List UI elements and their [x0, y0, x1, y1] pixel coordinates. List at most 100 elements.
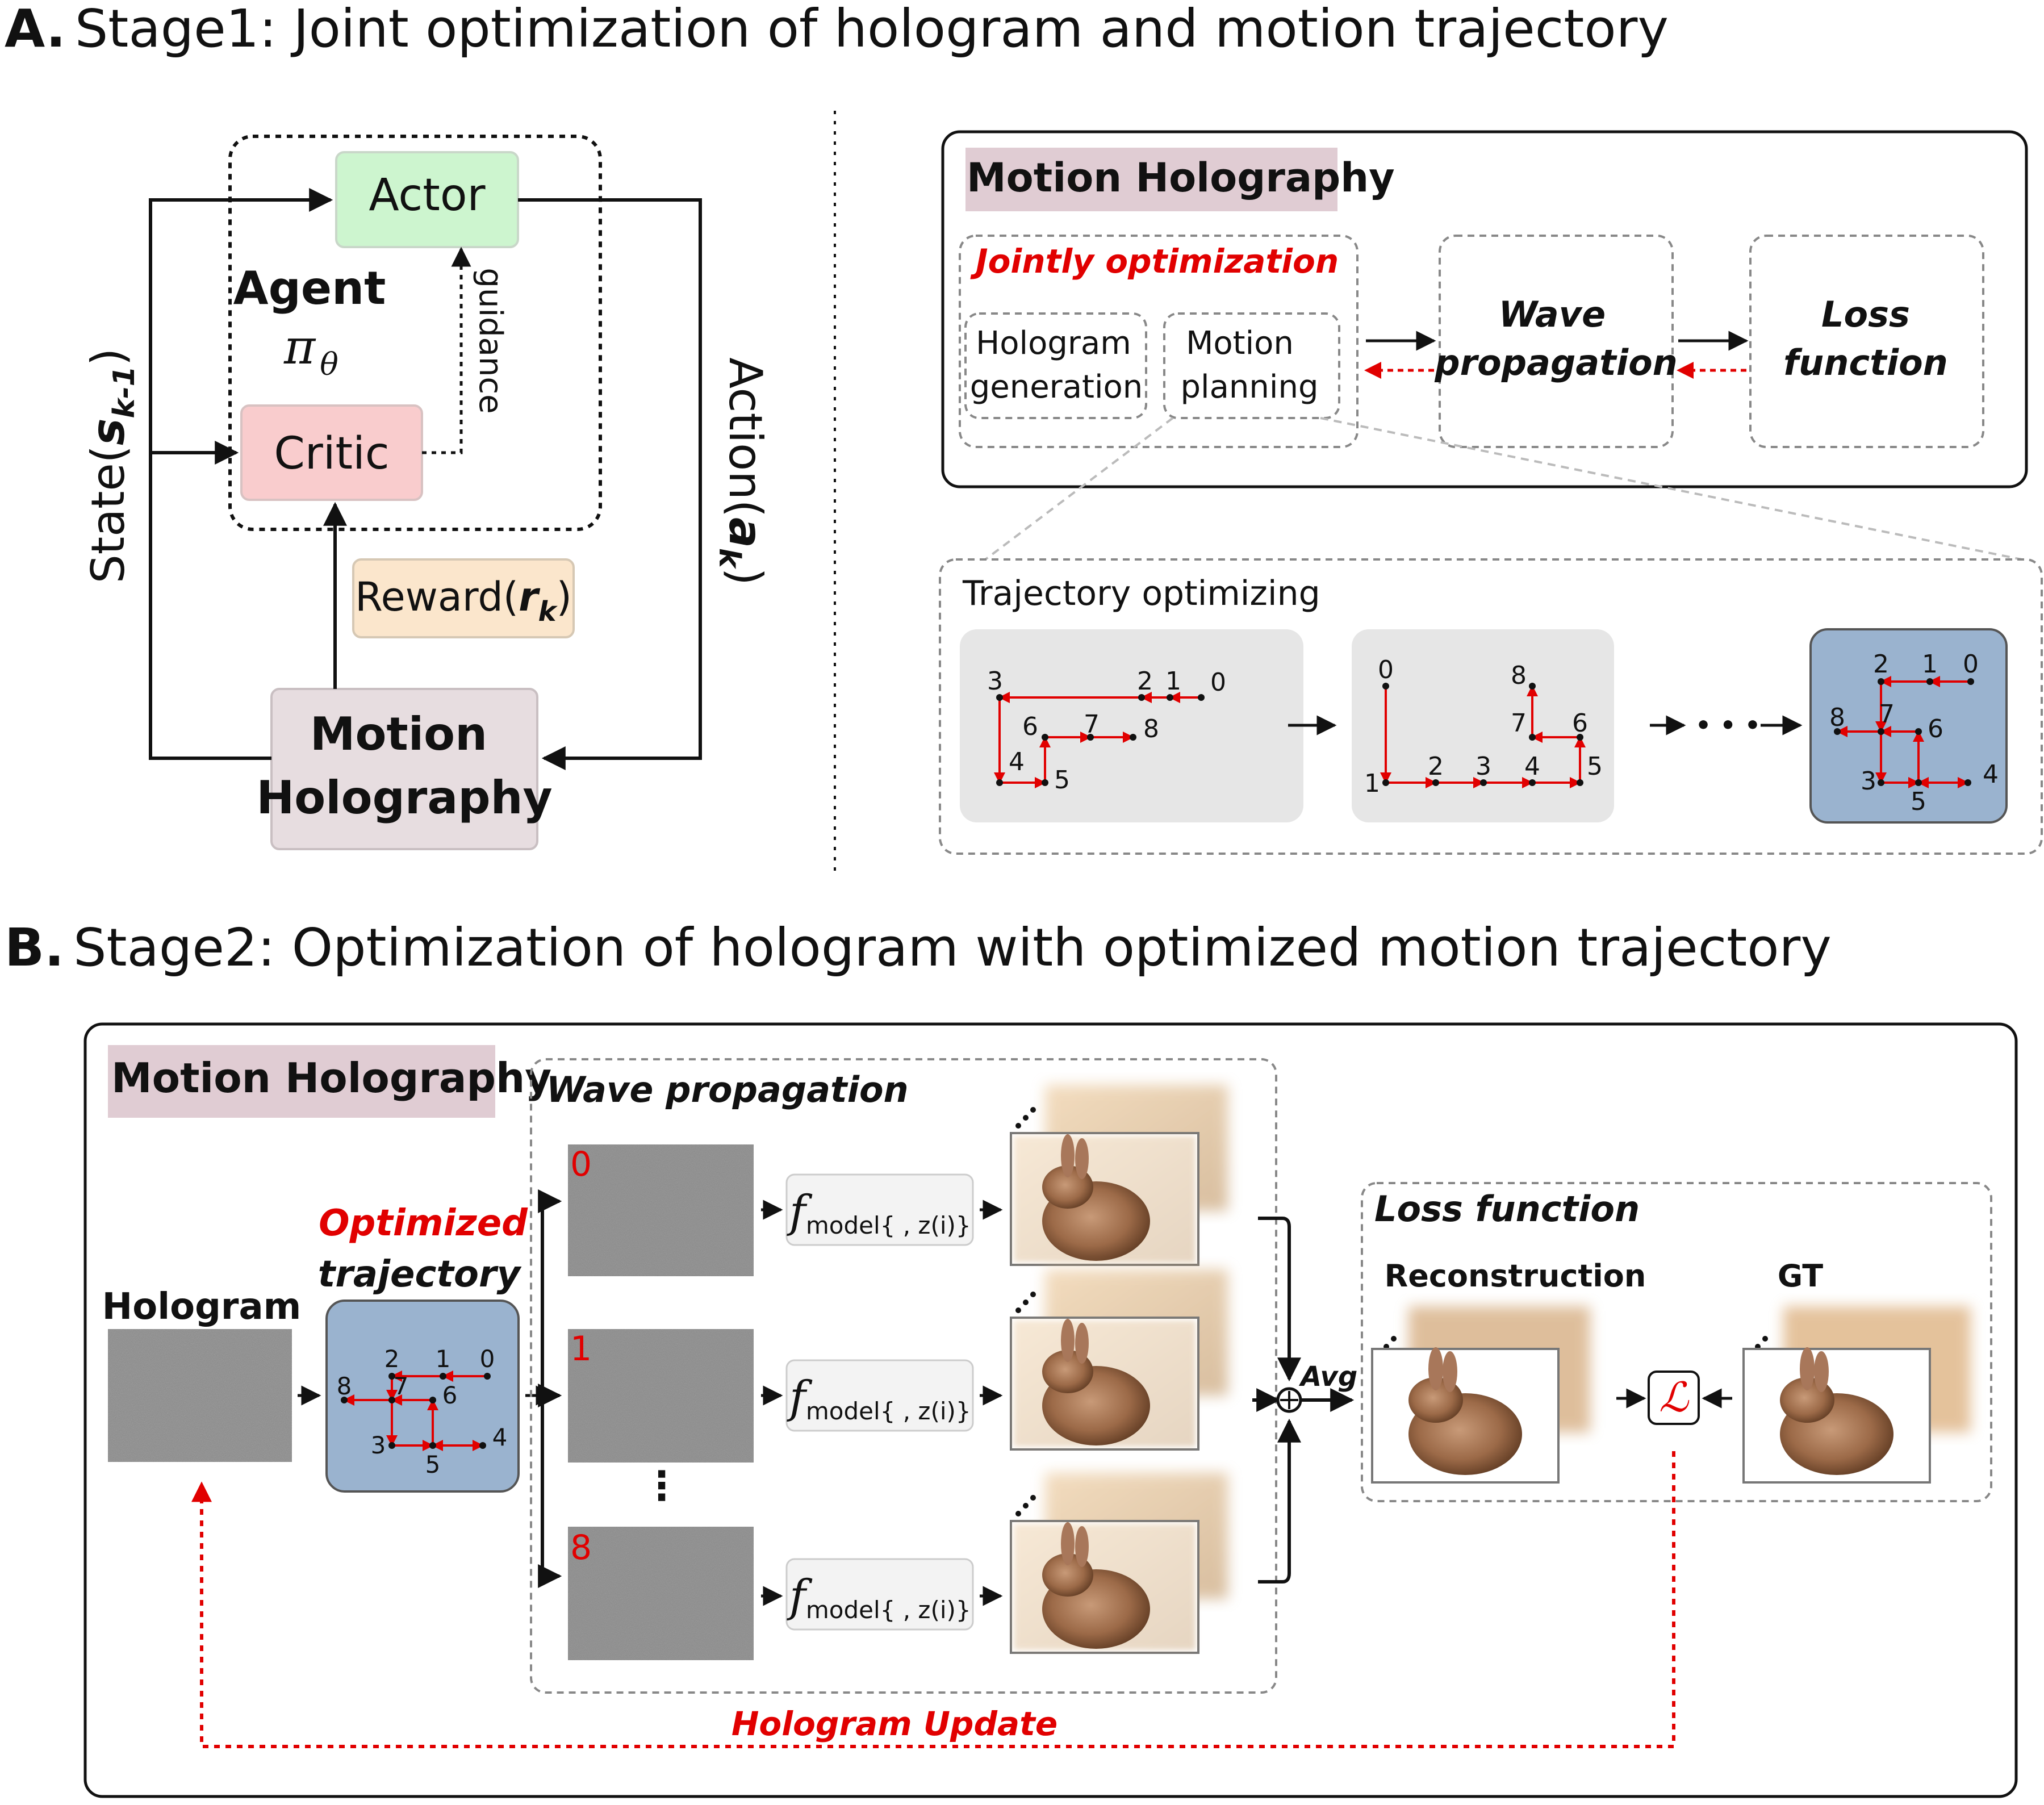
stage-b-title-band	[108, 1045, 495, 1118]
frame-8	[568, 1527, 754, 1660]
guidance-label: guidance	[472, 268, 509, 413]
trajectory-3	[1809, 628, 2008, 824]
fmodel-box-1	[761, 1359, 1003, 1432]
hologram-update-arrow	[191, 1451, 1675, 1748]
traj-ellipsis: • • •	[1695, 711, 1761, 740]
trajectory-2	[1352, 629, 1614, 822]
frames-ellipsis: ⋮	[642, 1463, 682, 1509]
loss-line1: Loss	[1821, 294, 1910, 335]
hologram-generation-box	[964, 312, 1147, 419]
traj-node-label: 2	[384, 1345, 400, 1373]
traj-node-label: 5	[425, 1451, 441, 1478]
motion-planning-line1: Motion	[1186, 325, 1294, 362]
actor-label: Actor	[369, 170, 486, 221]
zoom-line-right	[1320, 417, 2022, 561]
traj-node-label: 6	[1022, 712, 1038, 741]
stage-b-header: B.Stage2: Optimization of hologram with …	[5, 917, 1832, 978]
state-label: State(sk-1)	[82, 348, 141, 583]
frame-label-8: 8	[570, 1528, 592, 1568]
traj-node-label: 1	[1165, 667, 1181, 696]
wave-propagation-panel	[530, 1058, 1277, 1694]
wave-line1: Wave	[1499, 294, 1606, 335]
traj-node-label: 1	[1364, 769, 1380, 798]
wave-output-stack-1	[1010, 1269, 1228, 1451]
hologram-update-label: Hologram Update	[732, 1704, 1057, 1743]
stage-b-panel-title: Motion Holography	[111, 1054, 551, 1102]
traj-node-label: 7	[1084, 710, 1100, 739]
branch-bottom	[538, 1395, 562, 1588]
hologram-image	[108, 1329, 292, 1462]
traj-node-label: 5	[1054, 766, 1070, 795]
trajectory-1	[960, 629, 1303, 822]
fmodel-box-8	[761, 1558, 1003, 1631]
stage-a-header: A.Stage1: Joint optimization of hologram…	[5, 0, 1669, 59]
avg-label: Avg	[1298, 1361, 1357, 1393]
zoom-line-left	[984, 417, 1174, 561]
motion-holography-box	[270, 688, 538, 850]
traj-node-label: 8	[337, 1372, 352, 1400]
traj-node-label: 6	[1572, 709, 1588, 738]
optimized-line2: trajectory	[318, 1254, 522, 1296]
panel-title: Motion Holography	[967, 154, 1395, 201]
traj-node-label: 3	[987, 667, 1003, 696]
reward-box	[352, 558, 575, 638]
panel-title-band	[965, 148, 1337, 211]
traj-node-label: 3	[1475, 752, 1491, 781]
traj-node-label: 5	[1911, 787, 1926, 816]
wave-line2: propagation	[1434, 342, 1678, 383]
action-arrow	[518, 198, 702, 770]
gt-image	[1742, 1306, 1971, 1484]
traj-node-label: 1	[1922, 650, 1938, 679]
traj-node-label: 3	[371, 1431, 386, 1459]
frame-label-1: 1	[570, 1329, 592, 1369]
hologram-label: Hologram	[102, 1286, 302, 1328]
traj-node-label: 4	[1524, 752, 1540, 781]
wave-propagation-box	[1439, 235, 1674, 448]
fmodel-label-0: fmodel{ , z(i)}	[787, 1186, 971, 1239]
joint-optimization-label: Jointly optimization	[970, 242, 1339, 281]
motion-holography-line2: Holography	[256, 771, 552, 824]
traj-node-label: 0	[1963, 650, 1979, 679]
traj-node-label: 0	[480, 1345, 495, 1373]
traj-node-label: 2	[1137, 667, 1153, 696]
traj-node-label: 0	[1210, 668, 1226, 697]
fmodel-label-1: fmodel{ , z(i)}	[787, 1372, 971, 1425]
state-arrow-critic	[149, 441, 239, 474]
traj-node-label: 7	[1879, 700, 1895, 729]
traj-node-label: 3	[1861, 767, 1876, 796]
traj-node-label: 4	[492, 1423, 508, 1451]
gt-label: GT	[1778, 1258, 1823, 1294]
loss-panel-title: Loss function	[1374, 1188, 1640, 1230]
critic-label: Critic	[274, 428, 389, 479]
traj-node-label: 1	[436, 1345, 451, 1373]
stage-b-panel	[83, 1022, 2018, 1798]
traj-node-label: 6	[442, 1381, 458, 1409]
traj-node-label: 8	[1829, 703, 1845, 732]
hologram-generation-line2: generation	[970, 369, 1143, 406]
agent-label: Agent	[233, 262, 386, 315]
merge-top	[1258, 1217, 1301, 1382]
wave-output-stack-8	[1010, 1473, 1228, 1654]
traj-node-label: 0	[1378, 655, 1394, 684]
stage-a-panel	[941, 130, 2028, 488]
traj-node-label: 6	[1928, 715, 1943, 743]
traj-node-label: 8	[1511, 661, 1527, 690]
traj-node-label: 5	[1587, 752, 1603, 781]
frame-label-0: 0	[570, 1144, 592, 1184]
optimized-trajectory	[325, 1300, 520, 1493]
state-arrow-actor	[149, 188, 333, 760]
joint-optimization-box	[959, 235, 1359, 448]
reconstruction-label: Reconstruction	[1385, 1258, 1646, 1294]
traj-node-label: 2	[1873, 650, 1889, 679]
loss-function-box	[1749, 235, 1984, 448]
loss-symbol-box	[1648, 1371, 1700, 1425]
traj-node-label: 8	[1143, 715, 1159, 743]
reward-label: Reward(rk)	[355, 574, 572, 628]
